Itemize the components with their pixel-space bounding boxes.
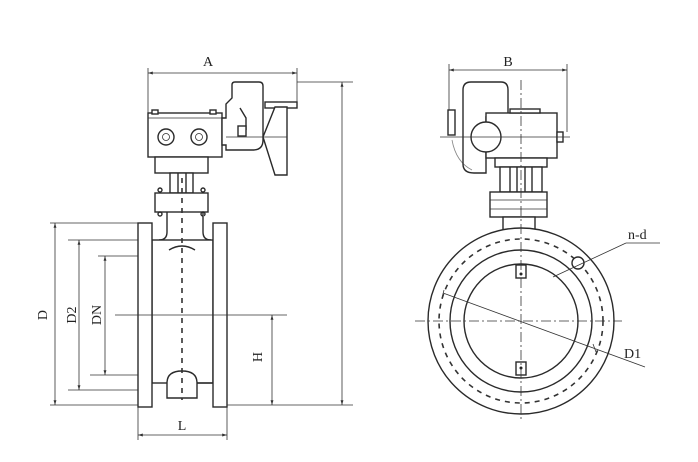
dim-label-a: A <box>203 55 214 70</box>
gearbox <box>147 109 223 158</box>
dim-label-d1: D1 <box>624 347 641 362</box>
side-gearbox <box>440 108 570 159</box>
dim-label-d2: D2 <box>65 306 80 323</box>
dim-label-dn: DN <box>90 305 105 325</box>
motor <box>221 81 298 176</box>
dim-label-l: L <box>178 419 187 434</box>
dim-label-n-d: n-d <box>628 228 647 243</box>
stem-assembly <box>154 156 212 241</box>
dim-label-h: H <box>251 352 266 362</box>
side-stem-assembly <box>489 157 548 233</box>
dim-label-b: B <box>503 55 512 70</box>
front-view: A D D2 DN H L <box>36 55 353 440</box>
side-view: B D1 n-d <box>415 55 660 420</box>
dim-label-d: D <box>36 310 51 320</box>
